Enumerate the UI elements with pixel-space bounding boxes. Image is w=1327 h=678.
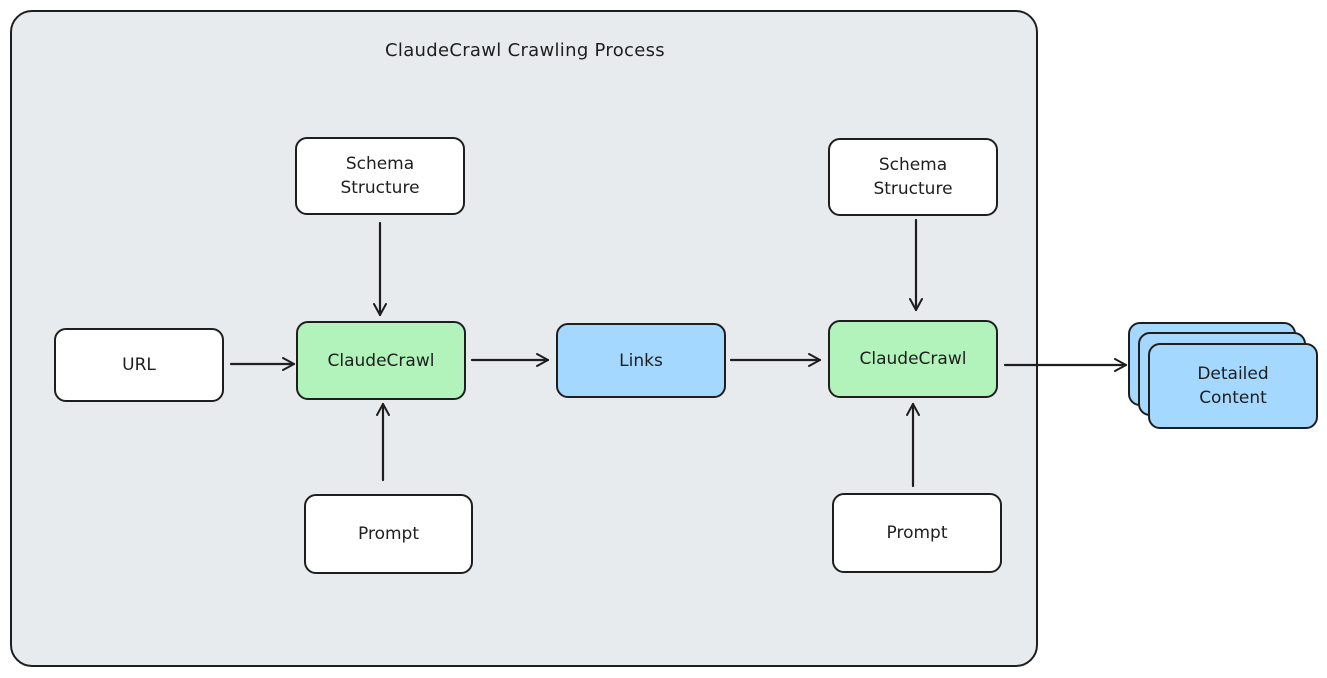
links-node: Links xyxy=(556,323,726,398)
detailed-content-node: Detailed Content xyxy=(1148,343,1318,429)
schema-structure-node-1: Schema Structure xyxy=(295,137,465,215)
claudecrawl-node-1: ClaudeCrawl xyxy=(296,321,466,400)
url-node: URL xyxy=(54,328,224,402)
prompt-node-1: Prompt xyxy=(304,494,473,574)
prompt-node-2: Prompt xyxy=(832,493,1002,573)
schema-structure-node-2: Schema Structure xyxy=(828,138,998,216)
diagram-title: ClaudeCrawl Crawling Process xyxy=(385,40,665,61)
claudecrawl-node-2: ClaudeCrawl xyxy=(828,320,998,398)
